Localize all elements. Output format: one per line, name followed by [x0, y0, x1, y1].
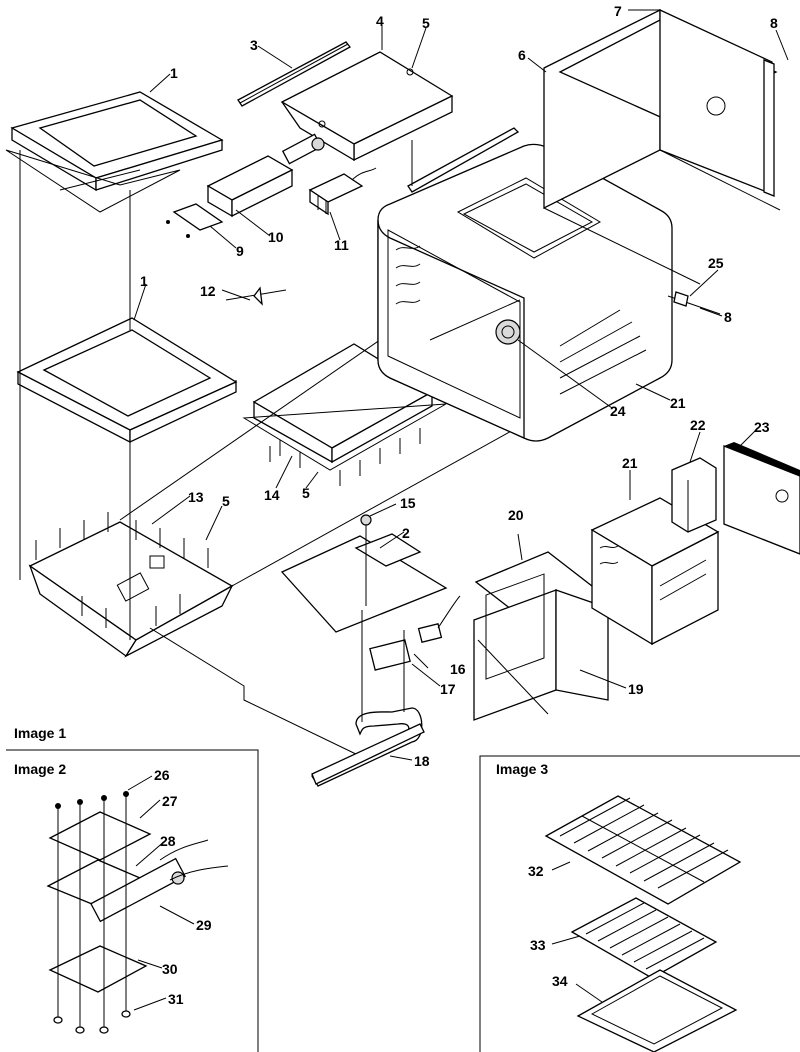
rear-insulation-panel [723, 442, 800, 555]
callout-24: 24 [610, 403, 626, 419]
upper-cover-panel [5, 91, 224, 213]
callout-6: 6 [518, 47, 526, 63]
callout-5-left: 5 [222, 493, 230, 509]
callout-16: 16 [450, 661, 466, 677]
image2-assembly [46, 791, 229, 1034]
callout-8-right: 8 [724, 309, 732, 325]
callout-22: 22 [690, 417, 706, 433]
callout-29: 29 [196, 917, 212, 933]
lower-cover-panel [16, 317, 238, 444]
callout-20: 20 [508, 507, 524, 523]
callout-5-top: 5 [422, 15, 430, 31]
callout-3: 3 [250, 37, 258, 53]
image2-frame [6, 749, 259, 1052]
callout-5-mid: 5 [302, 485, 310, 501]
callout-4: 4 [376, 13, 384, 29]
igniter-assembly [206, 133, 325, 218]
base-pan [28, 512, 234, 658]
callout-1-upper: 1 [170, 65, 178, 81]
heat-shield [280, 51, 454, 162]
callout-32: 32 [528, 863, 544, 879]
screw-fastener [667, 291, 721, 315]
panel-label-image1: Image 1 [14, 725, 66, 741]
callout-28: 28 [160, 833, 176, 849]
callout-2: 2 [402, 525, 410, 541]
trim-rail [237, 41, 351, 107]
callout-31: 31 [168, 991, 184, 1007]
callout-15: 15 [400, 495, 416, 511]
callout-10: 10 [268, 229, 284, 245]
callout-11: 11 [334, 237, 349, 253]
assembly-guide-lines [19, 140, 561, 757]
insulation-block [671, 457, 717, 533]
pin-fastener [225, 286, 287, 306]
callout-23: 23 [754, 419, 770, 435]
callout-25: 25 [708, 255, 724, 271]
valve-connector [369, 595, 461, 671]
callout-9: 9 [236, 243, 244, 259]
rear-panel [543, 8, 781, 285]
callout-17: 17 [440, 681, 456, 697]
mount-bracket [166, 203, 224, 238]
callout-21-upper: 21 [670, 395, 686, 411]
callout-18: 18 [414, 753, 430, 769]
callout-27: 27 [162, 793, 178, 809]
lower-rail [407, 127, 520, 193]
callout-1-lower: 1 [140, 273, 148, 289]
callout-12: 12 [200, 283, 216, 299]
spark-module [308, 167, 377, 216]
callout-13: 13 [188, 489, 204, 505]
callout-8-top: 8 [770, 15, 778, 31]
panel-label-image2: Image 2 [14, 761, 66, 777]
panel-label-image3: Image 3 [496, 761, 548, 777]
image3-frame [479, 755, 800, 1052]
callout-7: 7 [614, 3, 622, 19]
oven-rack [544, 795, 742, 905]
oven-cavity-body [377, 143, 673, 442]
callout-26: 26 [154, 767, 170, 783]
broiler-grid [570, 897, 718, 979]
leader-lines [127, 9, 789, 1011]
broiler-pan [576, 969, 738, 1052]
callout-labels: 1 3 4 5 6 7 8 9 10 11 12 1 13 5 14 5 15 … [14, 3, 778, 1007]
burner-tube [311, 610, 425, 787]
flame-spreader-baffle [280, 514, 448, 633]
callout-30: 30 [162, 961, 178, 977]
callout-21-lower: 21 [622, 455, 638, 471]
callout-14: 14 [264, 487, 280, 503]
callout-34: 34 [552, 973, 568, 989]
callout-33: 33 [530, 937, 546, 953]
door-frame [473, 551, 612, 721]
callout-19: 19 [628, 681, 644, 697]
